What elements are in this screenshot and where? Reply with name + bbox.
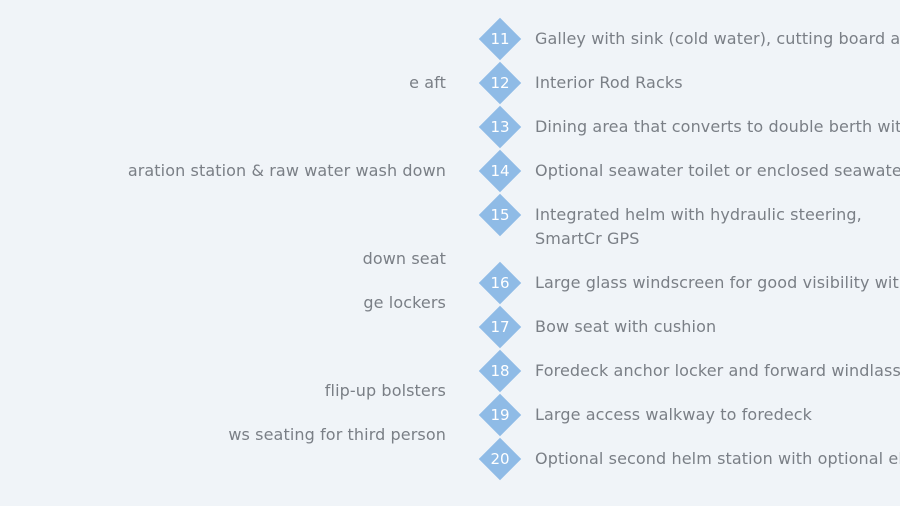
- number-badge: 20: [478, 437, 522, 481]
- feature-text: ws seating for third person: [228, 425, 446, 444]
- feature-text: Interior Rod Racks: [535, 73, 683, 92]
- feature-item-18: 18 Foredeck anchor locker and forward wi…: [478, 349, 900, 393]
- feature-number: 14: [490, 162, 510, 180]
- feature-text: aration station & raw water wash down: [127, 161, 446, 180]
- feature-text: Dining area that converts to double bert…: [535, 117, 900, 136]
- feature-item-13: 13 Dining area that converts to double b…: [478, 105, 900, 149]
- feature-number: 13: [490, 118, 510, 136]
- feature-number: 20: [490, 450, 510, 468]
- feature-text: Foredeck anchor locker and forward windl…: [535, 361, 900, 380]
- feature-text: ge lockers: [363, 293, 446, 312]
- feature-item-left-5: flip-up bolsters: [0, 370, 446, 410]
- feature-text: down seat: [362, 249, 446, 268]
- feature-text: Large access walkway to foredeck: [535, 405, 813, 424]
- number-badge: 14: [478, 149, 522, 193]
- feature-number: 18: [490, 362, 510, 380]
- number-badge: 11: [478, 17, 522, 61]
- number-badge: 19: [478, 393, 522, 437]
- feature-item-11: 11 Galley with sink (cold water), cuttin…: [478, 17, 900, 61]
- feature-item-left-3: down seat: [0, 238, 446, 278]
- feature-number: 17: [490, 318, 510, 336]
- feature-text: e aft: [409, 73, 446, 92]
- number-badge: 18: [478, 349, 522, 393]
- number-badge: 13: [478, 105, 522, 149]
- feature-text: flip-up bolsters: [324, 381, 446, 400]
- number-badge: 12: [478, 61, 522, 105]
- feature-text: Optional second helm station with option…: [535, 449, 900, 468]
- feature-item-14: 14 Optional seawater toilet or enclosed …: [478, 149, 900, 193]
- feature-item-16: 16 Large glass windscreen for good visib…: [478, 261, 900, 305]
- feature-text: Optional seawater toilet or enclosed sea…: [535, 161, 900, 180]
- feature-item-15: 15 Integrated helm with hydraulic steeri…: [478, 193, 900, 254]
- feature-item-left-6: ws seating for third person: [0, 414, 446, 454]
- feature-number: 16: [490, 274, 510, 292]
- feature-number: 12: [490, 74, 510, 92]
- feature-text: Bow seat with cushion: [535, 317, 717, 336]
- number-badge: 15: [478, 193, 522, 237]
- feature-text: Galley with sink (cold water), cutting b…: [535, 29, 900, 48]
- feature-item-12: 12 Interior Rod Racks: [478, 61, 900, 105]
- feature-item-left-4: ge lockers: [0, 282, 446, 322]
- feature-item-20: 20 Optional second helm station with opt…: [478, 437, 900, 481]
- feature-item-left-2: aration station & raw water wash down: [0, 150, 446, 190]
- feature-item-19: 19 Large access walkway to foredeck: [478, 393, 900, 437]
- feature-number: 19: [490, 406, 510, 424]
- feature-item-left-1: e aft: [0, 62, 446, 102]
- number-badge: 16: [478, 261, 522, 305]
- feature-number: 15: [490, 206, 510, 224]
- feature-text: Integrated helm with hydraulic steering,…: [535, 205, 862, 248]
- feature-number: 11: [490, 30, 510, 48]
- number-badge: 17: [478, 305, 522, 349]
- feature-item-17: 17 Bow seat with cushion: [478, 305, 900, 349]
- feature-text: Large glass windscreen for good visibili…: [535, 273, 900, 292]
